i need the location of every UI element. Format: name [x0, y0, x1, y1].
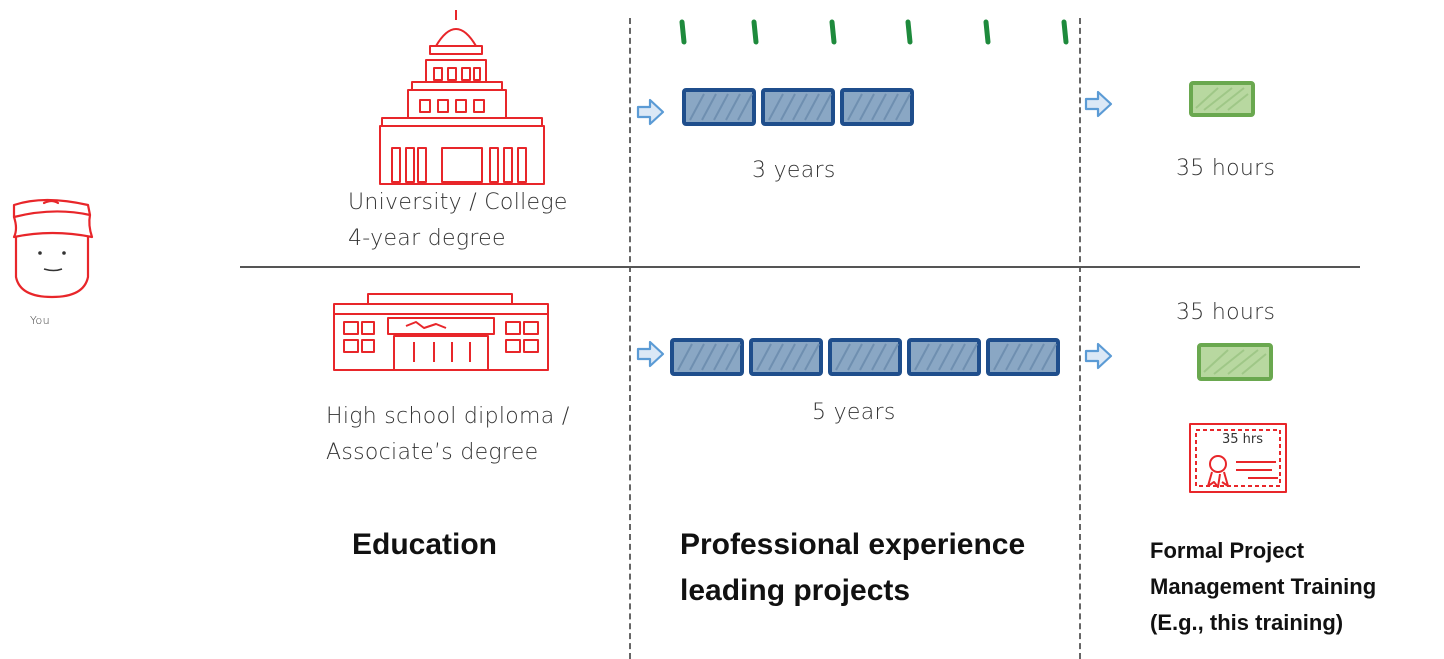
year-block	[682, 88, 756, 126]
divider-experience-training	[1079, 18, 1081, 659]
category-experience-line1: Professional experience	[680, 528, 1026, 561]
experience-label-row2: 5 years	[812, 400, 896, 425]
category-education: Education	[352, 528, 498, 561]
person-face-icon	[12, 198, 94, 299]
arrow-right-icon	[1084, 90, 1113, 118]
year-block	[907, 338, 981, 376]
row-divider	[240, 266, 1360, 268]
education-label-row2-line1: High school diploma /	[326, 404, 570, 429]
experience-blocks-row2	[670, 338, 1060, 376]
school-building-icon	[333, 293, 549, 371]
capitol-building-icon	[379, 10, 545, 185]
education-label-row1-line2: 4-year degree	[348, 226, 506, 251]
year-block	[840, 88, 914, 126]
training-block-row1	[1189, 81, 1255, 117]
category-training-line2: Management Training	[1150, 574, 1377, 599]
training-label-row2: 35 hours	[1176, 300, 1276, 325]
certificate-icon	[1189, 423, 1287, 493]
category-training-line3: (E.g., this training)	[1150, 610, 1344, 635]
training-block-row2	[1197, 343, 1273, 381]
arrow-right-icon	[636, 98, 665, 126]
education-label-row1-line1: University / College	[348, 190, 568, 215]
experience-label-row1: 3 years	[752, 158, 836, 183]
year-block	[670, 338, 744, 376]
education-label-row2-line2: Associate’s degree	[326, 440, 539, 465]
category-experience-line2: leading projects	[680, 574, 911, 607]
arrow-right-icon	[1084, 342, 1113, 370]
year-block	[986, 338, 1060, 376]
year-block	[749, 338, 823, 376]
arrow-right-icon	[636, 340, 665, 368]
year-block	[828, 338, 902, 376]
person-label: You	[30, 314, 50, 327]
certificate-text: 35 hrs	[1222, 432, 1264, 447]
category-training-line1: Formal Project	[1150, 538, 1305, 563]
year-block	[761, 88, 835, 126]
experience-blocks-row1	[682, 88, 914, 126]
training-label-row1: 35 hours	[1176, 156, 1276, 181]
month-tick-marks	[679, 19, 1069, 45]
divider-education-experience	[629, 18, 631, 659]
